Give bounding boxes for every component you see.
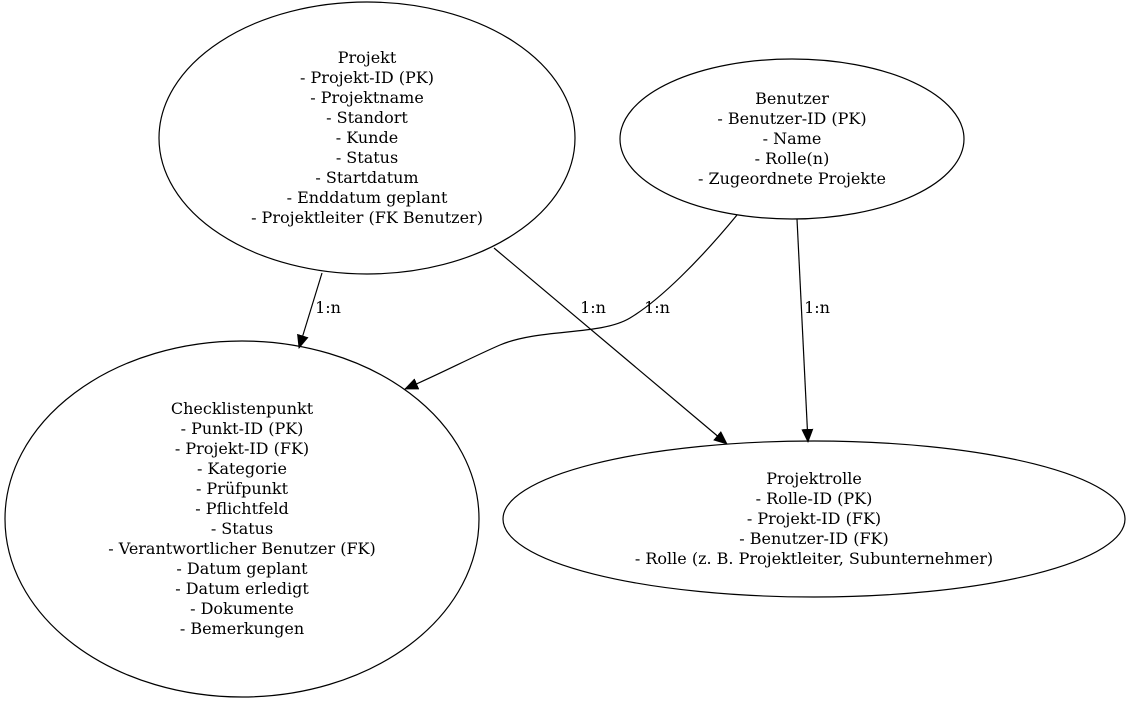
node-projektrolle-attribute: - Rolle-ID (PK) [756,489,873,508]
node-projektrolle: Projektrolle- Rolle-ID (PK)- Projekt-ID … [502,440,1126,598]
node-checklistenpunkt-text: Checklistenpunkt- Punkt-ID (PK)- Projekt… [108,399,376,638]
node-projekt-attribute: - Projekt-ID (PK) [300,68,434,87]
node-benutzer-shape [619,58,965,220]
node-projektrolle-title: Projektrolle [766,469,862,488]
node-projekt-title: Projekt [338,48,397,67]
edge-label-projekt-checklistenpunkt: 1:n [315,298,341,317]
node-checklistenpunkt-attribute: - Pflichtfeld [195,499,289,518]
node-projektrolle-attribute: - Benutzer-ID (FK) [739,529,888,548]
node-checklistenpunkt-attribute: - Datum erledigt [175,579,309,598]
node-projekt-text: Projekt- Projekt-ID (PK)- Projektname- S… [251,48,483,227]
node-checklistenpunkt-attribute: - Status [211,519,273,538]
node-projekt-attribute: - Projektname [310,88,424,107]
edge-label-projekt-projektrolle: 1:n [580,298,606,317]
edge-projekt-checklistenpunkt: 1:n [297,272,341,349]
node-projektrolle-shape [502,440,1126,598]
node-projekt-attribute: - Startdatum [315,168,418,187]
node-projekt: Projekt- Projekt-ID (PK)- Projektname- S… [158,1,576,275]
node-checklistenpunkt-attribute: - Prüfpunkt [196,479,289,498]
node-checklistenpunkt-attribute: - Kategorie [197,459,287,478]
node-checklistenpunkt-attribute: - Datum geplant [176,559,308,578]
edge-projekt-projektrolle: 1:n [493,247,728,445]
edge-benutzer-projektrolle: 1:n [796,218,830,443]
node-checklistenpunkt-attribute: - Punkt-ID (PK) [181,419,304,438]
node-benutzer-attribute: - Zugeordnete Projekte [698,169,886,188]
node-checklistenpunkt-attribute: - Dokumente [190,599,294,618]
node-checklistenpunkt-attribute: - Bemerkungen [180,619,304,638]
node-benutzer-attribute: - Name [763,129,822,148]
node-projekt-attribute: - Standort [326,108,408,127]
node-checklistenpunkt-title: Checklistenpunkt [171,399,314,418]
node-checklistenpunkt: Checklistenpunkt- Punkt-ID (PK)- Projekt… [4,340,480,698]
node-projektrolle-attribute: - Projekt-ID (FK) [747,509,881,528]
node-checklistenpunkt-attribute: - Verantwortlicher Benutzer (FK) [108,539,376,558]
edge-benutzer-checklistenpunkt: 1:n [404,214,738,390]
node-projekt-attribute: - Projektleiter (FK Benutzer) [251,208,483,227]
node-projekt-attribute: - Kunde [336,128,398,147]
node-projektrolle-attribute: - Rolle (z. B. Projektleiter, Subunterne… [635,549,993,568]
node-benutzer-text: Benutzer- Benutzer-ID (PK)- Name- Rolle(… [698,89,886,188]
edge-label-benutzer-projektrolle: 1:n [804,298,830,317]
node-benutzer-attribute: - Rolle(n) [755,149,830,168]
edge-label-benutzer-checklistenpunkt: 1:n [644,298,670,317]
node-projekt-shape [158,1,576,275]
node-benutzer-attribute: - Benutzer-ID (PK) [717,109,866,128]
node-checklistenpunkt-shape [4,340,480,698]
node-benutzer-title: Benutzer [755,89,829,108]
node-checklistenpunkt-attribute: - Projekt-ID (FK) [175,439,309,458]
node-projektrolle-text: Projektrolle- Rolle-ID (PK)- Projekt-ID … [635,469,993,568]
node-benutzer: Benutzer- Benutzer-ID (PK)- Name- Rolle(… [619,58,965,220]
node-projekt-attribute: - Status [336,148,398,167]
node-projekt-attribute: - Enddatum geplant [287,188,448,207]
